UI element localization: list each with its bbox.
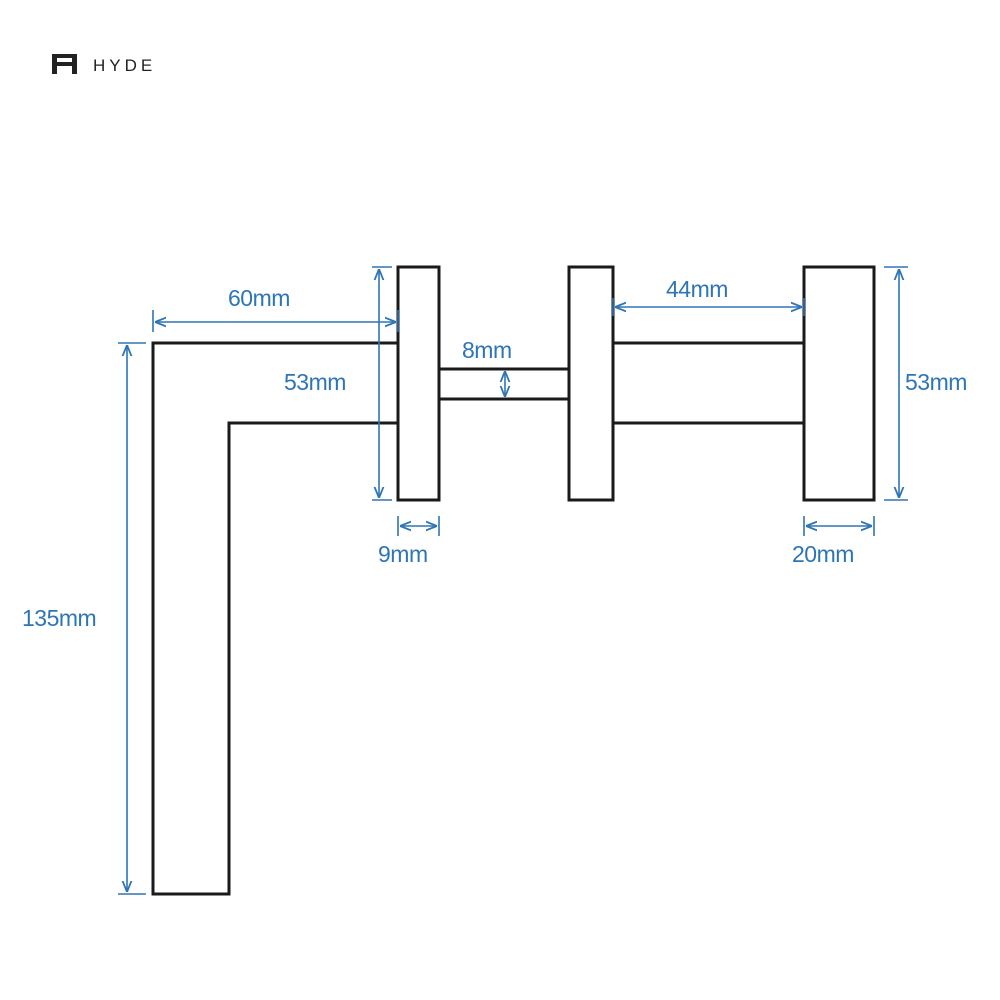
dimension-knob-depth: 20mm [792, 516, 875, 567]
brand-logo: HYDE [52, 54, 156, 75]
label-spindle: 8mm [462, 337, 512, 363]
label-knob-depth: 20mm [792, 541, 854, 567]
spindle [437, 367, 571, 401]
brand-name: HYDE [93, 56, 156, 75]
label-handle-length: 135mm [22, 605, 96, 631]
knob-stem [611, 341, 806, 425]
dimension-rose-thickness: 9mm [378, 516, 440, 567]
rose-left [396, 265, 441, 502]
lever-handle [151, 341, 400, 896]
label-lever-width: 60mm [228, 285, 290, 311]
dimension-knob-height: 53mm [884, 266, 967, 501]
dimension-lever-width: 60mm [152, 285, 399, 332]
dimension-rose-height: 53mm [284, 266, 392, 501]
dimension-spindle: 8mm [462, 337, 512, 397]
label-knob-height: 53mm [905, 369, 967, 395]
rose-right [567, 265, 615, 502]
h-logo-icon [52, 54, 77, 74]
knob [802, 265, 876, 502]
dimension-handle-length: 135mm [22, 342, 146, 895]
label-rose-thickness: 9mm [378, 541, 428, 567]
dimension-knob-distance: 44mm [612, 276, 805, 316]
label-knob-distance: 44mm [666, 276, 728, 302]
label-rose-height: 53mm [284, 369, 346, 395]
